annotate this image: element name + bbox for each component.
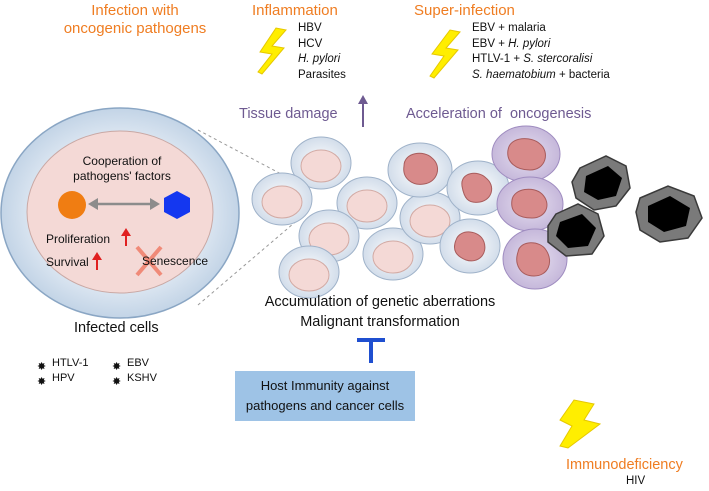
host-immunity-line1: Host Immunity against bbox=[260, 378, 390, 393]
superinfection-title: Super-infection bbox=[414, 2, 515, 19]
pathogen-ebv: EBV bbox=[127, 357, 150, 369]
superinfection-item-text: EBV + malaria bbox=[472, 22, 546, 34]
senescence-cross-2 bbox=[135, 245, 163, 277]
superinfection-list: EBV + malaria EBV + H. pylori HTLV-1 + S… bbox=[472, 21, 610, 83]
svg-text:✸: ✸ bbox=[112, 376, 121, 388]
svg-text:✸: ✸ bbox=[37, 376, 46, 388]
cooperation-label: Cooperation of pathogens' factors bbox=[60, 154, 184, 184]
transformation-text: Accumulation of genetic aberrations Mali… bbox=[230, 292, 530, 332]
superinfection-item: HTLV-1 + S. stercoralisi bbox=[472, 52, 610, 68]
superinfection-item: EBV + H. pylori bbox=[472, 37, 610, 53]
superinfection-lightning-icon bbox=[429, 29, 461, 79]
cooperation-line2: pathogens' factors bbox=[73, 169, 171, 183]
senescence-label: Senescence bbox=[142, 254, 209, 268]
pathogen-factor-circle bbox=[58, 191, 86, 219]
superinfection-item-italic: S. stercoralisi bbox=[523, 53, 593, 65]
malignant-label: Malignant transformation bbox=[300, 314, 460, 330]
cancer-cell-group bbox=[547, 155, 703, 257]
infected-cells-label: Infected cells bbox=[74, 320, 159, 336]
inflammation-item-hcv: HCV bbox=[298, 37, 323, 50]
immunodeficiency-label: Immunodeficiency bbox=[566, 457, 683, 473]
tissue-damage-arrowhead bbox=[358, 95, 368, 104]
superinfection-item-text: + bacteria bbox=[555, 68, 610, 81]
inflammation-title: Inflammation bbox=[252, 2, 338, 19]
svg-text:✸: ✸ bbox=[37, 361, 46, 373]
pathogen-bullets: ✸ ✸ ✸ ✸ bbox=[37, 361, 121, 388]
infection-title-line1: Infection with bbox=[91, 2, 179, 19]
survival-arrowhead bbox=[92, 252, 102, 260]
survival-label: Survival bbox=[46, 255, 89, 269]
proliferation-label: Proliferation bbox=[46, 232, 111, 246]
host-immunity-box bbox=[235, 371, 415, 421]
accumulation-label: Accumulation of genetic aberrations bbox=[264, 294, 496, 310]
host-immunity-line2: pathogens and cancer cells bbox=[245, 398, 405, 413]
zoom-line-bottom bbox=[197, 217, 301, 306]
acceleration-label: Acceleration of oncogenesis bbox=[406, 106, 592, 122]
svg-text:✸: ✸ bbox=[112, 361, 121, 373]
cooperation-arrowhead-right bbox=[150, 198, 160, 210]
cooperation-arrowhead-left bbox=[88, 198, 98, 210]
host-immunity-text: Host Immunity against pathogens and canc… bbox=[235, 376, 415, 416]
proliferation-arrowhead bbox=[121, 228, 131, 236]
hiv-label: HIV bbox=[626, 475, 646, 487]
immunodeficiency-lightning-icon bbox=[559, 399, 602, 449]
superinfection-item-text: HTLV-1 + bbox=[472, 53, 524, 65]
pathogen-htlv1: HTLV-1 bbox=[52, 357, 89, 369]
tissue-damage-label: Tissue damage bbox=[239, 106, 338, 122]
infection-title-line2: oncogenic pathogens bbox=[63, 20, 207, 37]
infection-title: Infection with oncogenic pathogens bbox=[50, 2, 220, 38]
superinfection-item-italic: H. pylori bbox=[508, 37, 551, 50]
pathogen-factor-hexagon bbox=[164, 191, 190, 219]
inflammation-item-parasites: Parasites bbox=[298, 68, 346, 81]
inflammation-list: HBV HCV H. pylori Parasites bbox=[298, 21, 346, 83]
pathogen-kshv: KSHV bbox=[127, 372, 157, 384]
inflammation-lightning-icon bbox=[257, 27, 287, 75]
inflammation-item-hpylori: H. pylori bbox=[298, 53, 341, 65]
cooperation-line1: Cooperation of bbox=[82, 154, 162, 168]
superinfection-item-italic: S. haematobium bbox=[472, 68, 556, 81]
infected-cell-nucleus bbox=[26, 130, 214, 294]
superinfection-item-text: EBV + bbox=[472, 37, 509, 50]
superinfection-item: EBV + malaria bbox=[472, 21, 610, 37]
superinfection-item: S. haematobium + bacteria bbox=[472, 68, 610, 84]
inflammation-item-hbv: HBV bbox=[298, 22, 322, 34]
normal-cell-group bbox=[251, 136, 461, 299]
pathogen-hpv: HPV bbox=[52, 372, 75, 384]
